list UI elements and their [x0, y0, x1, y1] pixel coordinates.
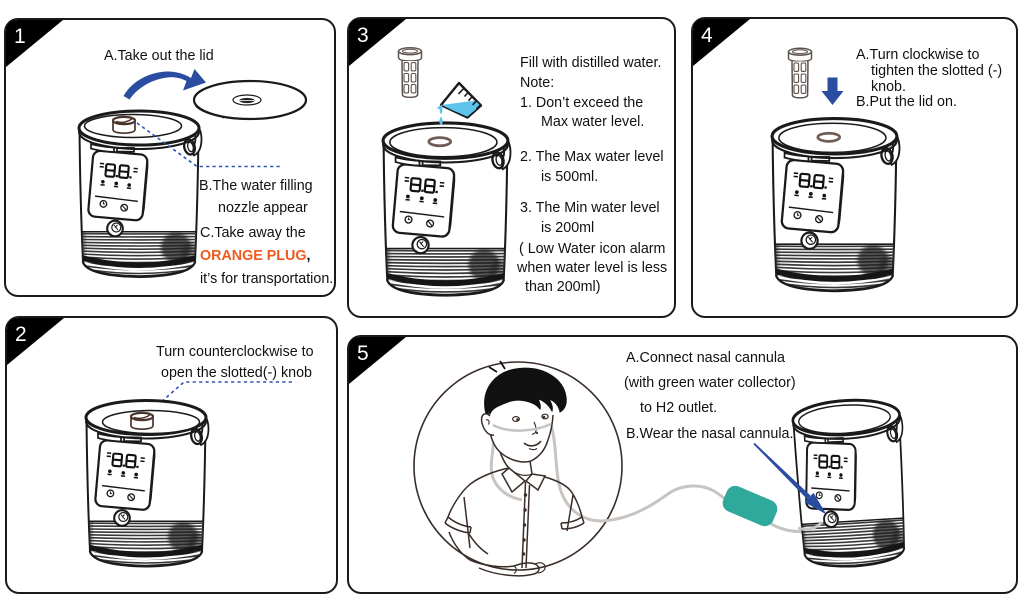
svg-text:ORANGE PLUG,: ORANGE PLUG, — [200, 248, 310, 264]
svg-text:A.Take out the lid: A.Take out the lid — [104, 48, 214, 64]
svg-text:A.Connect nasal cannula: A.Connect nasal cannula — [626, 350, 785, 366]
svg-text:1: 1 — [14, 25, 26, 48]
svg-text:it’s for transportation.: it’s for transportation. — [200, 271, 333, 287]
svg-text:B.Put the lid on.: B.Put the lid on. — [856, 94, 957, 110]
svg-text:Turn counterclockwise to: Turn counterclockwise to — [156, 344, 314, 360]
svg-text:knob.: knob. — [871, 79, 906, 95]
svg-text:to H2 outlet.: to H2 outlet. — [640, 400, 717, 416]
svg-text:when water level is less: when water level is less — [516, 260, 667, 276]
svg-text:3: 3 — [357, 24, 369, 47]
svg-text:B.The water filling: B.The water filling — [199, 178, 313, 194]
svg-text:Max water level.: Max water level. — [541, 114, 644, 130]
svg-text:(with green water collector): (with green water collector) — [624, 375, 796, 391]
svg-text:than 200ml): than 200ml) — [521, 279, 600, 295]
svg-text:1. Don’t exceed the: 1. Don’t exceed the — [520, 95, 643, 111]
svg-text:5: 5 — [357, 342, 369, 365]
svg-text:( Low Water icon alarm: ( Low Water icon alarm — [519, 241, 665, 257]
svg-text:4: 4 — [701, 24, 713, 47]
svg-text:B.Wear the nasal cannula.: B.Wear the nasal cannula. — [626, 426, 793, 442]
svg-text:3. The Min water level: 3. The Min water level — [520, 200, 660, 216]
svg-text:is 200ml: is 200ml — [541, 220, 594, 236]
svg-text:tighten the slotted (-): tighten the slotted (-) — [871, 63, 1002, 79]
svg-text:nozzle appear: nozzle appear — [218, 200, 308, 216]
svg-text:Note:: Note: — [520, 75, 554, 91]
svg-text:C.Take away the: C.Take away the — [200, 225, 306, 241]
svg-text:2: 2 — [15, 323, 27, 346]
svg-text:Fill with distilled water.: Fill with distilled water. — [520, 55, 661, 71]
svg-text:A.Turn clockwise to: A.Turn clockwise to — [856, 47, 979, 63]
svg-text:2. The Max water level: 2. The Max water level — [520, 149, 664, 165]
svg-text:is 500ml.: is 500ml. — [541, 169, 598, 185]
svg-text:open the slotted(-) knob: open the slotted(-) knob — [161, 365, 312, 381]
